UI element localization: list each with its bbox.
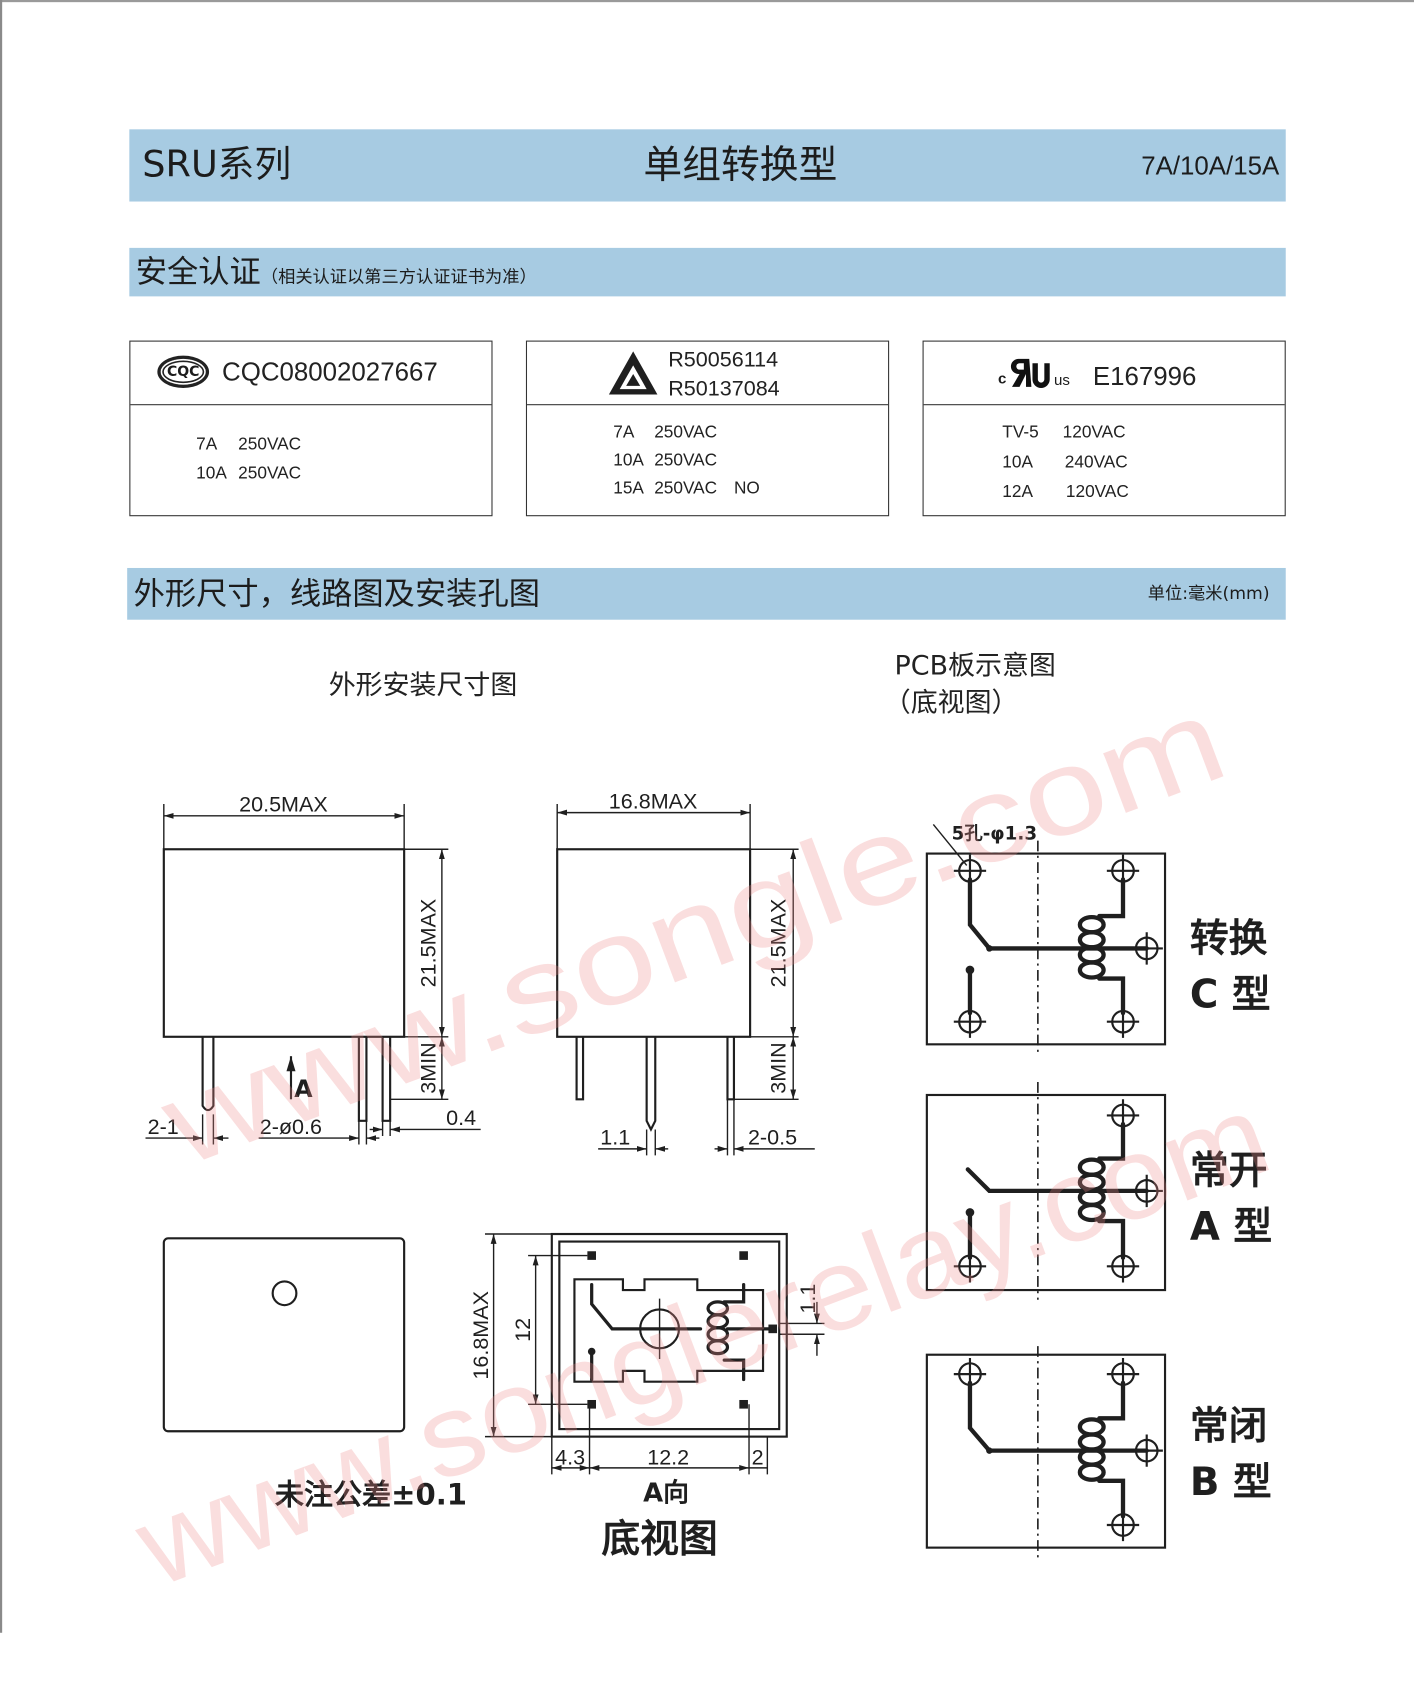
rating-current: 15A bbox=[613, 479, 644, 498]
pcb-drawing-title: PCB板示意图 bbox=[894, 649, 1056, 682]
ul-logo-suffix: us bbox=[1054, 370, 1070, 388]
relay-top-outline bbox=[162, 1237, 406, 1433]
rating-voltage: 250VAC bbox=[238, 435, 302, 454]
cert-box-triangle: R50056114 R50137084 7A 250VAC 10A 250VAC… bbox=[525, 340, 890, 517]
rating-voltage: 120VAC bbox=[1062, 423, 1126, 442]
coil-icon bbox=[1077, 1380, 1126, 1519]
dim-pin-length: 3MIN bbox=[766, 1042, 791, 1093]
cert-number: R50137084 bbox=[668, 377, 780, 401]
front-view-drawing: 20.5MAX 21.5MAX 3MIN A 2-1 2-ø0.6 0.4 bbox=[145, 792, 481, 1145]
dim-left: 4.3 bbox=[555, 1445, 585, 1470]
pcb-diagram-a-type: 常开 A 型 bbox=[925, 1082, 1272, 1300]
contact-type-code: A 型 bbox=[1190, 1204, 1272, 1249]
coil-icon bbox=[706, 1283, 775, 1382]
pin bbox=[357, 1036, 368, 1122]
cert-header: c us E167996 bbox=[923, 342, 1285, 406]
dim-middle: 12.2 bbox=[647, 1445, 689, 1470]
rating-class: TV-5 bbox=[1002, 423, 1039, 442]
rating-current: 10A bbox=[1002, 453, 1033, 473]
dim-height: 21.5MAX bbox=[415, 899, 440, 988]
contact-type-name: 常开 bbox=[1190, 1148, 1268, 1193]
header-bar: SRU系列 单组转换型 7A/10A/15A bbox=[129, 129, 1286, 202]
cert-number: CQC08002027667 bbox=[222, 357, 438, 387]
pcb-diagram-b-type: 常闭 B 型 bbox=[925, 1346, 1272, 1558]
cert-box-cqc: CQC CQC08002027667 7A 250VAC 10A 250VAC bbox=[129, 340, 493, 517]
view-direction-label: A向 bbox=[643, 1478, 689, 1508]
ratings-label: 7A/10A/15A bbox=[1141, 151, 1280, 182]
safety-section-title: 安全认证（相关认证以第三方认证证书为准） bbox=[136, 248, 537, 301]
pcb-drawing-subtitle: （底视图） bbox=[883, 686, 1019, 718]
rating-voltage: 250VAC bbox=[654, 423, 718, 442]
pcb-hole-note: 5孔-φ1.3 bbox=[952, 824, 1037, 845]
dim-pin-pitch: 12 bbox=[510, 1318, 535, 1342]
unit-label: 单位:毫米(mm) bbox=[1147, 583, 1270, 604]
cert-header: R50056114 R50137084 bbox=[527, 342, 889, 406]
rating-current: 7A bbox=[613, 423, 635, 442]
rating-voltage: 250VAC bbox=[654, 451, 718, 470]
rating-current: 10A bbox=[196, 464, 227, 483]
rating-voltage: 250VAC bbox=[654, 479, 718, 498]
rating-voltage: 250VAC bbox=[238, 464, 302, 483]
rating-current: 10A bbox=[613, 451, 644, 470]
bottom-view-drawing: 16.8MAX 12 bbox=[468, 1232, 825, 1562]
contact-type-name: 常闭 bbox=[1190, 1404, 1268, 1449]
cert-number: R50056114 bbox=[668, 348, 779, 372]
pcb-diagram-c-type: 转换 C 型 bbox=[925, 840, 1271, 1055]
dim-height: 16.8MAX bbox=[468, 1291, 493, 1380]
dimensions-section-bar: 外形尺寸，线路图及安装孔图 单位:毫米(mm) bbox=[127, 567, 1286, 620]
contact-type-code: C 型 bbox=[1190, 973, 1271, 1018]
triangle-mark-logo bbox=[608, 351, 658, 395]
outline-drawing-title: 外形安装尺寸图 bbox=[328, 669, 518, 701]
relay-body-outline bbox=[162, 848, 406, 1038]
relay-body-outline bbox=[556, 848, 752, 1038]
cert-header: CQC CQC08002027667 bbox=[130, 342, 492, 406]
safety-title: 安全认证 bbox=[135, 253, 261, 290]
dim-pitch: 2-1 bbox=[148, 1114, 179, 1139]
dim-pin-diameter: 2-ø0.6 bbox=[260, 1114, 322, 1139]
dim-pin-thickness: 0.4 bbox=[446, 1105, 476, 1130]
side-view-drawing: 16.8MAX 21.5MAX 3MIN 1.1 2-0.5 bbox=[556, 788, 815, 1156]
top-view-drawing bbox=[162, 1237, 406, 1433]
cert-number: E167996 bbox=[1092, 362, 1197, 392]
coil-icon bbox=[1077, 1121, 1126, 1260]
series-title: SRU系列 bbox=[142, 143, 292, 187]
dim-pin-offset: 1.1 bbox=[795, 1284, 820, 1314]
coil-icon bbox=[1077, 877, 1126, 1016]
rating-voltage: 240VAC bbox=[1064, 453, 1128, 473]
safety-section-bar: 安全认证（相关认证以第三方认证证书为准） bbox=[129, 247, 1286, 297]
page-border-left bbox=[0, 0, 3, 1633]
tolerance-note: 未注公差±0.1 bbox=[275, 1478, 467, 1512]
rating-current: 7A bbox=[196, 435, 218, 454]
ul-recognized-logo bbox=[1010, 358, 1050, 388]
cqc-logo: CQC bbox=[157, 355, 210, 388]
dim-height: 21.5MAX bbox=[766, 899, 791, 988]
pin bbox=[201, 1036, 215, 1112]
page-border-top bbox=[0, 0, 1414, 3]
relay-type-title: 单组转换型 bbox=[643, 143, 838, 188]
cert-box-ul: c us E167996 TV-5 120VAC 10A 240VAC 12A … bbox=[922, 340, 1286, 517]
pin1-mark-icon bbox=[271, 1280, 298, 1307]
safety-note: （相关认证以第三方认证证书为准） bbox=[260, 266, 537, 287]
contact-type-name: 转换 bbox=[1190, 917, 1268, 962]
rating-voltage: 120VAC bbox=[1065, 482, 1129, 502]
dim-pin-length: 3MIN bbox=[415, 1042, 440, 1093]
dim-pin-offset: 1.1 bbox=[600, 1125, 630, 1150]
dimensions-section-title: 外形尺寸，线路图及安装孔图 bbox=[133, 575, 540, 613]
pin bbox=[726, 1036, 736, 1101]
pin bbox=[575, 1036, 585, 1101]
rating-contact-form: NO bbox=[733, 479, 760, 498]
dim-width: 16.8MAX bbox=[609, 788, 698, 813]
view-arrow-label: A bbox=[294, 1075, 313, 1103]
dim-pin-width: 2-0.5 bbox=[748, 1125, 797, 1150]
ul-logo-prefix: c bbox=[997, 369, 1007, 387]
dim-right: 2 bbox=[752, 1445, 764, 1470]
dim-width: 20.5MAX bbox=[239, 792, 328, 817]
contact-type-code: B 型 bbox=[1190, 1460, 1272, 1505]
pin bbox=[381, 1036, 392, 1122]
pin bbox=[645, 1036, 657, 1132]
rating-current: 12A bbox=[1002, 482, 1033, 502]
bottom-view-title: 底视图 bbox=[601, 1517, 717, 1562]
